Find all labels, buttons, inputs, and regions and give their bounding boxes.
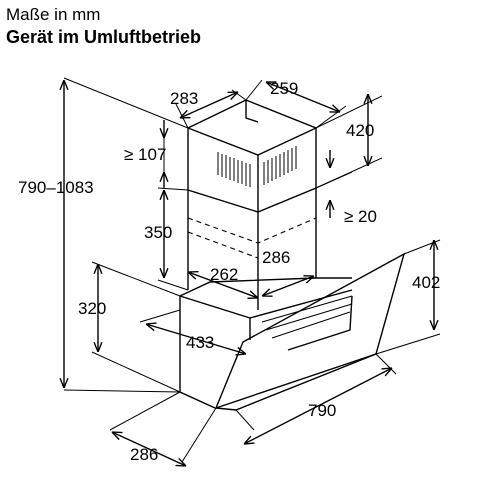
dim-front-panel-height: 402 — [375, 239, 440, 355]
dim-base-depth: 286 — [109, 391, 217, 466]
label-chimney-top-depth: 259 — [270, 79, 298, 98]
label-min-gap-side: ≥ 20 — [344, 207, 377, 226]
dim-lower-chimney-height: 350 — [144, 187, 189, 291]
dim-min-gap-top: ≥ 107 — [124, 120, 166, 188]
dim-body-height: 320 — [78, 261, 181, 393]
label-min-gap-top: ≥ 107 — [124, 145, 166, 164]
label-total-height: 790–1083 — [18, 178, 94, 197]
label-chimney-depth: 286 — [262, 248, 290, 267]
dim-chimney-top-width: 283 — [170, 89, 247, 129]
label-upper-chimney-height: 420 — [346, 121, 374, 140]
label-chimney-top-width: 283 — [170, 89, 198, 108]
dim-min-gap-side: ≥ 20 — [315, 150, 377, 226]
units-note: Maße in mm — [6, 5, 101, 24]
label-base-depth: 286 — [130, 445, 158, 464]
dim-hood-width: 790 — [235, 353, 397, 444]
dim-total-height: 790–1083 — [18, 77, 189, 393]
dim-chimney-footprint: 262 286 — [188, 248, 314, 298]
label-hood-width: 790 — [308, 401, 336, 420]
label-chimney-width-front: 262 — [210, 265, 238, 284]
upper-chimney — [187, 99, 317, 213]
vent-slots-right — [263, 146, 297, 185]
vent-slots-left — [217, 152, 251, 187]
label-front-panel-height: 402 — [412, 273, 440, 292]
dim-upper-chimney-height: 420 — [315, 94, 383, 189]
drawing-title: Gerät im Umluftbetrieb — [6, 27, 202, 47]
dim-body-depth: 433 — [139, 309, 246, 354]
lower-chimney — [187, 188, 317, 310]
title-block: Maße in mm Gerät im Umluftbetrieb — [6, 4, 201, 48]
dim-chimney-top-depth: 259 — [245, 79, 347, 129]
label-lower-chimney-height: 350 — [144, 223, 172, 242]
label-body-height: 320 — [78, 299, 106, 318]
label-body-depth: 433 — [186, 333, 214, 352]
